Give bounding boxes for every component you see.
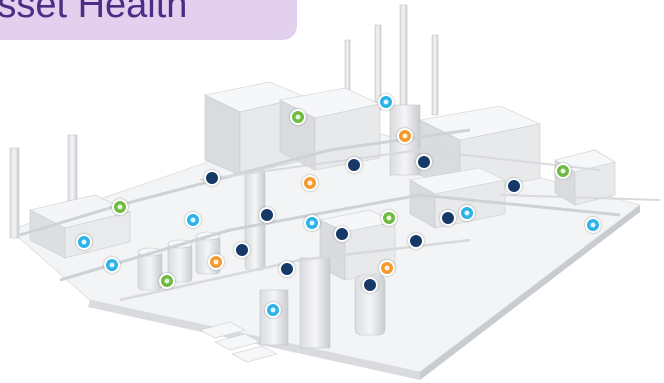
asset-marker-navy[interactable]	[416, 154, 432, 170]
asset-marker-cyan[interactable]	[265, 302, 281, 318]
asset-marker-navy[interactable]	[440, 210, 456, 226]
asset-marker-orange[interactable]	[302, 175, 318, 191]
asset-marker-navy[interactable]	[279, 261, 295, 277]
title-tab: Asset Health	[0, 0, 297, 40]
asset-marker-green[interactable]	[290, 109, 306, 125]
asset-marker-navy[interactable]	[234, 242, 250, 258]
asset-marker-orange[interactable]	[379, 260, 395, 276]
asset-marker-navy[interactable]	[259, 207, 275, 223]
asset-marker-orange[interactable]	[208, 254, 224, 270]
asset-marker-green[interactable]	[555, 163, 571, 179]
asset-marker-cyan[interactable]	[185, 212, 201, 228]
asset-marker-cyan[interactable]	[585, 217, 601, 233]
asset-marker-cyan[interactable]	[304, 215, 320, 231]
asset-marker-navy[interactable]	[346, 157, 362, 173]
asset-marker-navy[interactable]	[506, 178, 522, 194]
asset-marker-navy[interactable]	[204, 170, 220, 186]
asset-marker-cyan[interactable]	[378, 94, 394, 110]
asset-marker-cyan[interactable]	[459, 205, 475, 221]
asset-marker-navy[interactable]	[362, 277, 378, 293]
page-title: Asset Health	[0, 0, 188, 26]
asset-marker-cyan[interactable]	[104, 257, 120, 273]
asset-marker-orange[interactable]	[397, 128, 413, 144]
asset-marker-green[interactable]	[381, 210, 397, 226]
asset-marker-cyan[interactable]	[76, 234, 92, 250]
asset-marker-navy[interactable]	[334, 226, 350, 242]
asset-marker-navy[interactable]	[408, 233, 424, 249]
asset-marker-green[interactable]	[112, 199, 128, 215]
asset-marker-green[interactable]	[159, 273, 175, 289]
